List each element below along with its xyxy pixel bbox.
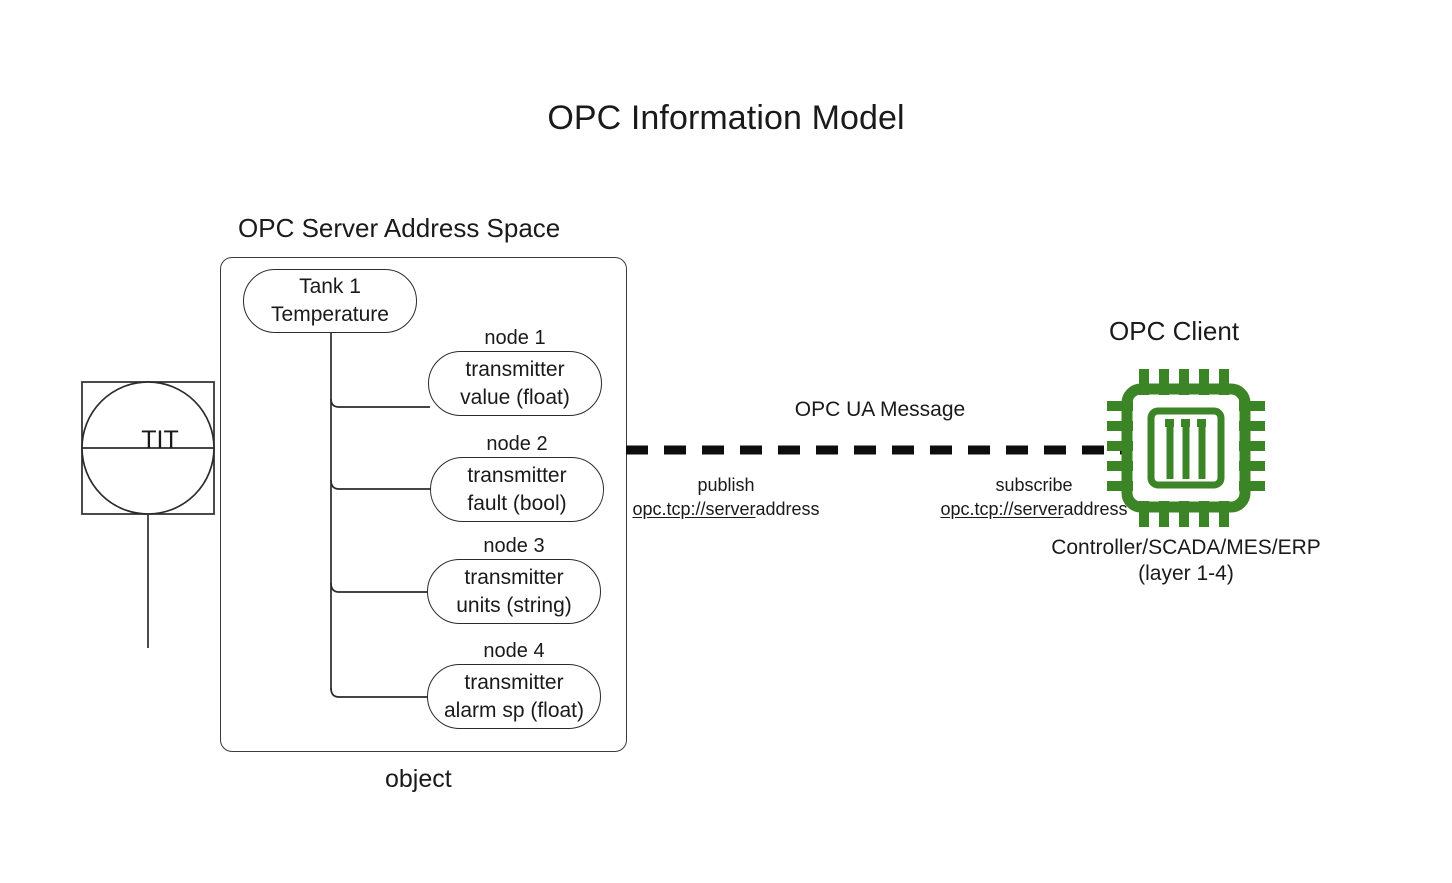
node-1-line2: value (float) <box>460 385 570 409</box>
node-2-line1: transmitter <box>467 463 567 487</box>
node-1[interactable]: transmitter value (float) <box>428 351 602 416</box>
object-label: object <box>385 765 452 793</box>
node-3[interactable]: transmitter units (string) <box>427 559 601 624</box>
node-3-caption: node 3 <box>483 535 545 557</box>
publish-endpoint: publish opc.tcp://serveraddress <box>625 473 827 522</box>
opc-client-title: OPC Client <box>1109 316 1240 346</box>
node-4-caption: node 4 <box>483 640 545 662</box>
subscribe-url-link[interactable]: opc.tcp://server <box>940 499 1064 520</box>
subscribe-url-tail: address <box>1063 499 1128 520</box>
instrument-tag-label: TIT <box>141 425 179 454</box>
instrument-balloon-icon <box>81 381 215 648</box>
node-2-line2: fault (bool) <box>467 491 567 515</box>
node-3-line2: units (string) <box>456 593 572 617</box>
node-2[interactable]: transmitter fault (bool) <box>430 457 604 522</box>
node-tree-connectors <box>330 333 432 698</box>
server-address-space-container <box>220 257 627 752</box>
page-title: OPC Information Model <box>547 99 905 137</box>
subscribe-url[interactable]: opc.tcp://serveraddress <box>933 497 1135 521</box>
tank-node-line2: Temperature <box>271 303 389 326</box>
node-3-line1: transmitter <box>464 565 564 589</box>
cpu-chip-icon <box>1107 369 1265 527</box>
subscribe-label: subscribe <box>995 475 1073 495</box>
opc-client-subtitle: Controller/SCADA/MES/ERP (layer 1-4) <box>1000 535 1372 586</box>
opc-ua-message-dashed-line <box>626 445 1124 455</box>
opc-client-subtitle-line1: Controller/SCADA/MES/ERP <box>1051 536 1321 559</box>
node-2-caption: node 2 <box>486 433 548 455</box>
node-4-line2: alarm sp (float) <box>443 698 585 722</box>
publish-url-tail: address <box>755 499 820 520</box>
publish-label: publish <box>697 475 755 495</box>
server-address-space-label: OPC Server Address Space <box>238 213 561 243</box>
node-tank-1-temperature[interactable]: Tank 1 Temperature <box>243 269 417 333</box>
publish-url[interactable]: opc.tcp://serveraddress <box>625 497 827 521</box>
publish-url-link[interactable]: opc.tcp://server <box>632 499 756 520</box>
node-1-line1: transmitter <box>465 357 565 381</box>
node-4[interactable]: transmitter alarm sp (float) <box>427 664 601 729</box>
node-1-caption: node 1 <box>484 327 546 349</box>
opc-ua-message-label: OPC UA Message <box>794 398 966 421</box>
node-4-line1: transmitter <box>464 670 564 694</box>
subscribe-endpoint: subscribe opc.tcp://serveraddress <box>933 473 1135 522</box>
opc-client-subtitle-line2: (layer 1-4) <box>1138 561 1234 585</box>
tank-node-line1: Tank 1 <box>299 275 361 299</box>
